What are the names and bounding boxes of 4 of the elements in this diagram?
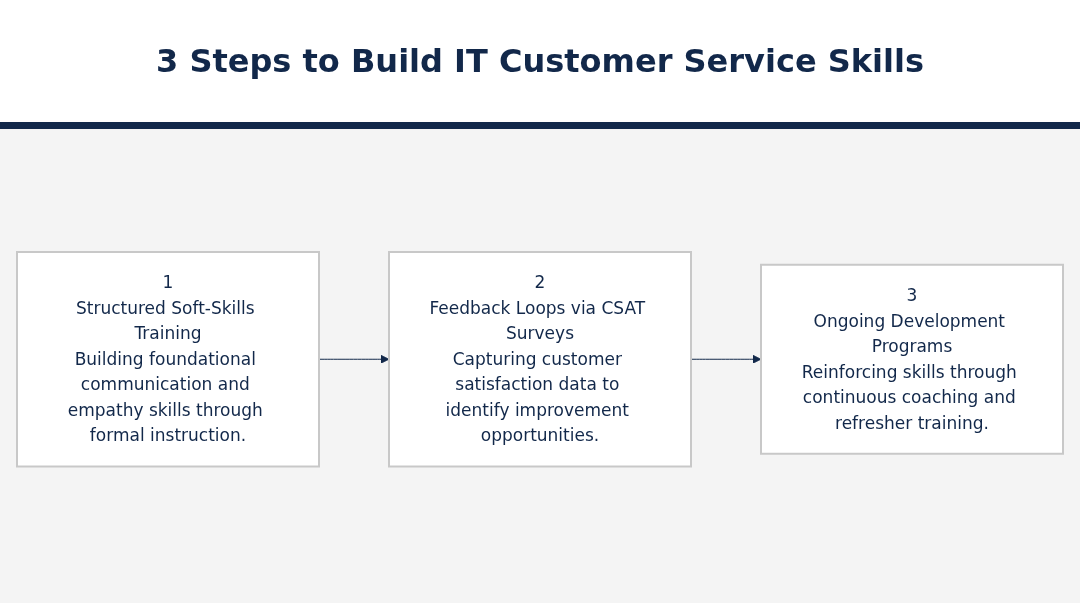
title: 3 Steps to Build IT Customer Service Skills bbox=[156, 42, 924, 80]
node-box: 2 Feedback Loops via CSAT Surveys Capturing customer satisfaction data to identify improvement opportunities. bbox=[388, 250, 692, 468]
node-box: 3 Ongoing Development Programs Reinforcing skills through continuous coaching and refresher training. bbox=[760, 263, 1064, 455]
node-box: 1 Structured Soft-Skills Training Building foundational communication and empathy skills through formal instruction. bbox=[16, 250, 320, 468]
